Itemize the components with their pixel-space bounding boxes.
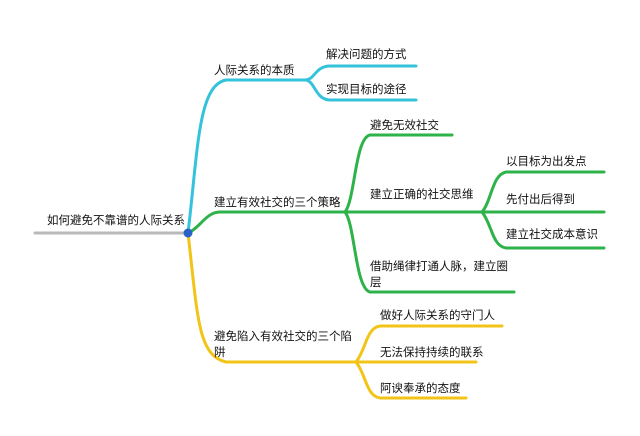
branch-3-child-3[interactable]: 阿谀奉承的态度 bbox=[380, 381, 461, 395]
branch-2-topic[interactable]: 建立有效社交的三个策略 bbox=[214, 195, 341, 209]
branch-1-child-1-connector bbox=[303, 64, 418, 82]
branch-2-child-1-connector bbox=[343, 133, 454, 214]
branch-1-topic[interactable]: 人际关系的本质 bbox=[214, 63, 295, 77]
branch-2-grandchild-3[interactable]: 建立社交成本意识 bbox=[506, 227, 598, 241]
branch-2-child-2[interactable]: 建立正确的社交思维 bbox=[370, 187, 474, 201]
branch-1-connector bbox=[186, 78, 307, 235]
branch-3-child-1[interactable]: 做好人际关系的守门人 bbox=[380, 308, 495, 322]
branch-1-child-2[interactable]: 实现目标的途径 bbox=[326, 82, 407, 96]
branch-2-grandchild-1[interactable]: 以目标为出发点 bbox=[506, 154, 587, 168]
branch-3-child-3-connector bbox=[354, 360, 468, 400]
branch-2-grandchild-1-connector bbox=[480, 170, 606, 214]
branch-1-child-2-connector bbox=[303, 78, 418, 102]
branch-2-grandchild-2[interactable]: 先付出后得到 bbox=[506, 192, 575, 206]
branch-3-topic[interactable]: 避免陷入有效社交的三个陷阱 bbox=[214, 329, 352, 359]
branch-2-connector bbox=[186, 210, 347, 235]
root-junction-dot bbox=[183, 228, 193, 238]
branch-3-child-1-connector bbox=[354, 324, 504, 364]
branch-3-child-2[interactable]: 无法保持持续的联系 bbox=[380, 345, 484, 359]
branch-1-child-1[interactable]: 解决问题的方式 bbox=[326, 47, 407, 61]
branch-2-child-1[interactable]: 避免无效社交 bbox=[370, 118, 439, 132]
root-topic[interactable]: 如何避免不靠谱的人际关系 bbox=[47, 213, 185, 227]
branch-2-child-3-connector bbox=[343, 210, 516, 294]
branch-2-grandchild-3-connector bbox=[480, 210, 606, 250]
branch-2-child-3[interactable]: 借助绳律打通人脉，建立圈层 bbox=[370, 259, 508, 289]
branch-3-connector bbox=[186, 231, 358, 364]
